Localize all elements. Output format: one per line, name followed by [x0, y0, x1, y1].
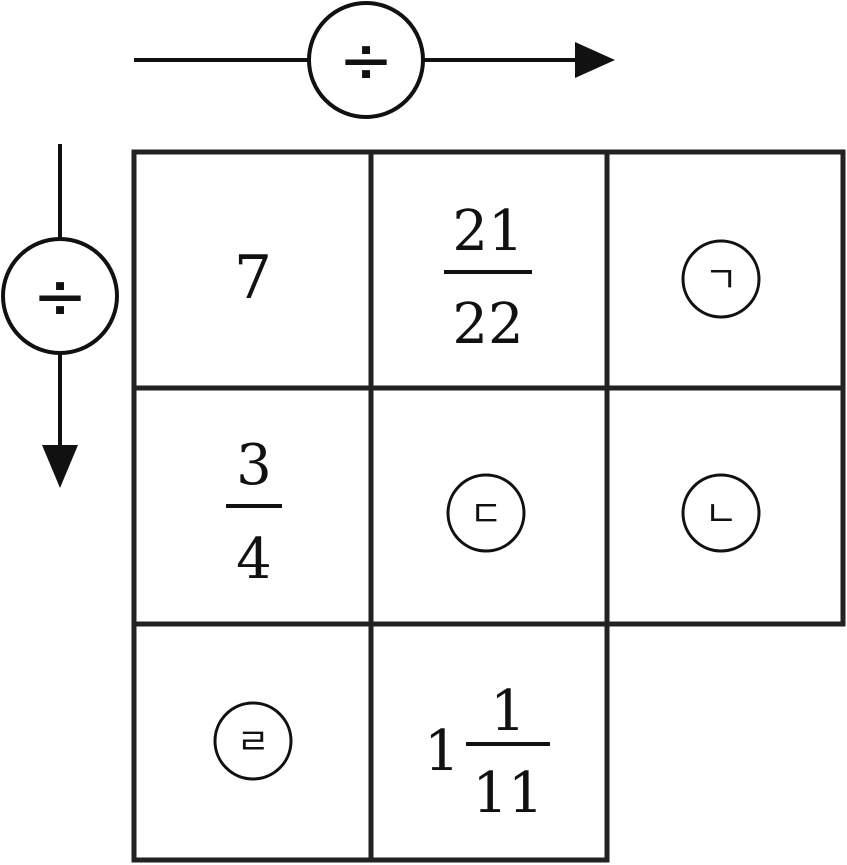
- cell-r2c1-fraction: 3 4: [226, 433, 282, 592]
- label-circle: [681, 473, 761, 553]
- grid: [131, 149, 846, 863]
- fraction-numerator: 3: [236, 433, 272, 498]
- horizontal-operator-arrow: ÷: [134, 1, 615, 119]
- label-text: ㄷ: [469, 494, 502, 535]
- vertical-operator-symbol: ÷: [32, 258, 87, 335]
- label-circle: [213, 701, 293, 781]
- cell-r1c3-label: ㄱ: [681, 239, 761, 319]
- label-circle: [446, 473, 526, 553]
- cell-r2c2-label: ㄷ: [446, 473, 526, 553]
- label-text: ㄹ: [236, 722, 269, 763]
- mixed-number-whole: 1: [424, 719, 460, 784]
- cell-r1c2-fraction: 21 22: [444, 199, 532, 357]
- fraction-denominator: 4: [236, 527, 272, 592]
- fraction-numerator: 21: [452, 199, 523, 264]
- cell-r3c1-label: ㄹ: [213, 701, 293, 781]
- vertical-operator-circle: [1, 237, 119, 355]
- horizontal-operator-circle: [307, 1, 425, 119]
- fraction-denominator: 22: [452, 292, 523, 357]
- fraction-numerator: 1: [490, 679, 526, 744]
- cell-r1c1-value: 7: [234, 243, 272, 313]
- label-text: ㄴ: [704, 494, 737, 535]
- arrowhead-right-icon: [575, 42, 615, 78]
- label-text: ㄱ: [704, 260, 737, 301]
- cell-r3c2-mixed-number: 1 1 11: [424, 679, 550, 826]
- horizontal-operator-symbol: ÷: [338, 22, 393, 99]
- label-circle: [681, 239, 761, 319]
- arrowhead-down-icon: [42, 445, 78, 488]
- cell-r2c3-label: ㄴ: [681, 473, 761, 553]
- vertical-operator-arrow: ÷: [1, 144, 119, 488]
- fraction-denominator: 11: [472, 761, 543, 826]
